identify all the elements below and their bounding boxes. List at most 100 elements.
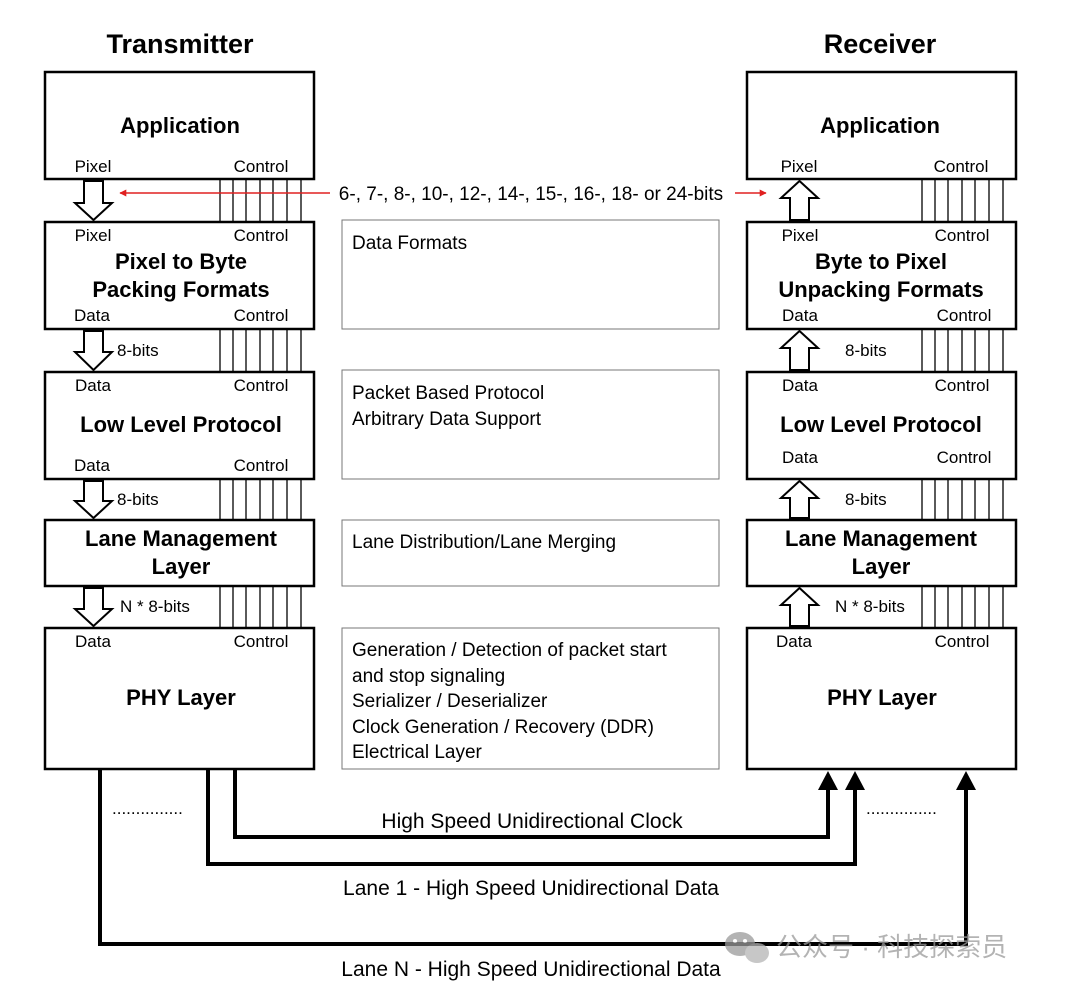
rx-llp-control-bottom-label: Control xyxy=(937,448,992,467)
pixel-width-label: 6-, 7-, 8-, 10-, 12-, 14-, 15-, 16-, 18-… xyxy=(339,184,723,205)
tx-packing-title-line2: Packing Formats xyxy=(92,277,269,302)
tx-packing-control-bottom-label: Control xyxy=(234,306,289,325)
note-phy-line4: Clock Generation / Recovery (DDR) xyxy=(352,717,654,738)
note-lane: Lane Distribution/Lane Merging xyxy=(341,519,720,587)
rx-byte-width-label-1: 8-bits xyxy=(845,341,887,360)
tx-application-title: Application xyxy=(120,113,240,138)
tx-byte-width-label-1: 8-bits xyxy=(117,341,159,360)
tx-packing-data-label: Data xyxy=(74,306,110,325)
rx-unpacking-box: Pixel Control Byte to Pixel Unpacking Fo… xyxy=(745,220,1018,331)
rx-llp-box: Data Control Low Level Protocol Data Con… xyxy=(745,370,1018,481)
note-lane-text: Lane Distribution/Lane Merging xyxy=(352,532,616,553)
rx-application-control-label: Control xyxy=(934,157,989,176)
tx-lane-management-box: Lane Management Layer xyxy=(43,518,316,588)
lane1-link-arrowhead-icon xyxy=(845,771,865,790)
note-llp-line1: Packet Based Protocol xyxy=(352,383,544,404)
tx-lane-width-label: N * 8-bits xyxy=(120,597,190,616)
rx-phy-control-label: Control xyxy=(935,632,990,651)
rx-llp-data-bottom-label: Data xyxy=(782,448,818,467)
tx-lane-management-title-line1: Lane Management xyxy=(85,526,278,551)
tx-control-bundle-3 xyxy=(219,479,302,520)
tx-byte-width-label-2: 8-bits xyxy=(117,490,159,509)
tx-phy-data-label: Data xyxy=(75,632,111,651)
note-phy: Generation / Detection of packet start a… xyxy=(341,627,720,770)
tx-llp-control-top-label: Control xyxy=(234,376,289,395)
rx-phy-title: PHY Layer xyxy=(827,685,937,710)
tx-application-control-label: Control xyxy=(234,157,289,176)
tx-phy-box: Data Control PHY Layer xyxy=(43,626,316,771)
tx-packing-pixel-label: Pixel xyxy=(75,226,112,245)
tx-lane-ellipsis: ............... xyxy=(112,799,183,818)
rx-unpacking-pixel-label: Pixel xyxy=(782,226,819,245)
rx-llp-title: Low Level Protocol xyxy=(780,412,982,437)
tx-llp-control-bottom-label: Control xyxy=(234,456,289,475)
rx-application-pixel-label: Pixel xyxy=(781,157,818,176)
receiver-stack: Application Pixel Control Pixel Control … xyxy=(745,70,1018,771)
rx-phy-data-label: Data xyxy=(776,632,812,651)
tx-llp-data-top-label: Data xyxy=(75,376,111,395)
rx-phy-box: Data Control PHY Layer xyxy=(745,626,1018,771)
rx-byte-width-label-2: 8-bits xyxy=(845,490,887,509)
lane1-link-label: Lane 1 - High Speed Unidirectional Data xyxy=(343,877,719,900)
rx-data-arrow-1-icon xyxy=(778,329,821,371)
tx-lane-management-title-line2: Layer xyxy=(152,554,211,579)
transmitter-heading: Transmitter xyxy=(106,29,254,59)
clock-link-label: High Speed Unidirectional Clock xyxy=(381,810,683,833)
tx-data-arrow-3-icon xyxy=(72,587,115,628)
note-phy-line2: and stop signaling xyxy=(352,666,505,687)
clock-link xyxy=(233,769,838,839)
clock-link-arrowhead-icon xyxy=(818,771,838,790)
note-phy-line5: Electrical Layer xyxy=(352,742,483,763)
tx-data-arrow-1-icon xyxy=(72,330,115,372)
rx-control-bundle-2 xyxy=(921,329,1004,372)
rx-lane-management-box: Lane Management Layer xyxy=(745,518,1018,588)
tx-llp-title: Low Level Protocol xyxy=(80,412,282,437)
transmitter-stack: Application Pixel Control Pixel Control … xyxy=(43,70,316,771)
tx-application-box: Application Pixel Control xyxy=(43,70,316,181)
note-data-formats-text: Data Formats xyxy=(352,233,467,254)
rx-unpacking-title-line2: Unpacking Formats xyxy=(778,277,983,302)
tx-control-bundle-1 xyxy=(219,179,302,222)
tx-llp-box: Data Control Low Level Protocol Data Con… xyxy=(43,370,316,481)
tx-control-bundle-4 xyxy=(219,586,302,628)
laneN-link-label: Lane N - High Speed Unidirectional Data xyxy=(341,958,721,981)
rx-control-bundle-4 xyxy=(921,586,1004,628)
rx-control-bundle-1 xyxy=(921,179,1004,222)
rx-data-arrow-3-icon xyxy=(778,586,821,627)
tx-packing-control-top-label: Control xyxy=(234,226,289,245)
tx-packing-title-line1: Pixel to Byte xyxy=(115,249,247,274)
rx-lane-management-title-line2: Layer xyxy=(852,554,911,579)
note-phy-line3: Serializer / Deserializer xyxy=(352,691,548,712)
rx-application-title: Application xyxy=(820,113,940,138)
note-data-formats: Data Formats xyxy=(341,219,720,330)
laneN-link xyxy=(98,769,976,946)
tx-pixel-arrow-icon xyxy=(72,180,115,222)
watermark: 公众号 · 科技探索员 xyxy=(725,932,1007,963)
tx-data-arrow-2-icon xyxy=(72,480,115,520)
wechat-icon xyxy=(725,932,769,963)
rx-llp-control-top-label: Control xyxy=(935,376,990,395)
tx-phy-title: PHY Layer xyxy=(126,685,236,710)
rx-unpacking-title-line1: Byte to Pixel xyxy=(815,249,947,274)
rx-application-box: Application Pixel Control xyxy=(745,70,1018,181)
tx-control-bundle-2 xyxy=(219,329,302,372)
rx-pixel-arrow-icon xyxy=(778,179,821,221)
receiver-heading: Receiver xyxy=(824,29,937,59)
rx-lane-management-title-line1: Lane Management xyxy=(785,526,978,551)
rx-data-arrow-2-icon xyxy=(778,479,821,519)
tx-packing-box: Pixel Control Pixel to Byte Packing Form… xyxy=(43,220,316,331)
rx-control-bundle-3 xyxy=(921,479,1004,520)
tx-phy-control-label: Control xyxy=(234,632,289,651)
rx-unpacking-data-label: Data xyxy=(782,306,818,325)
note-phy-line1: Generation / Detection of packet start xyxy=(352,640,667,661)
laneN-link-arrowhead-icon xyxy=(956,771,976,790)
rx-unpacking-control-bottom-label: Control xyxy=(937,306,992,325)
tx-llp-data-bottom-label: Data xyxy=(74,456,110,475)
tx-application-pixel-label: Pixel xyxy=(75,157,112,176)
rx-lane-width-label: N * 8-bits xyxy=(835,597,905,616)
lane1-link xyxy=(206,769,865,866)
rx-llp-data-top-label: Data xyxy=(782,376,818,395)
watermark-text: 公众号 · 科技探索员 xyxy=(776,932,1007,962)
note-llp-line2: Arbitrary Data Support xyxy=(352,409,542,430)
